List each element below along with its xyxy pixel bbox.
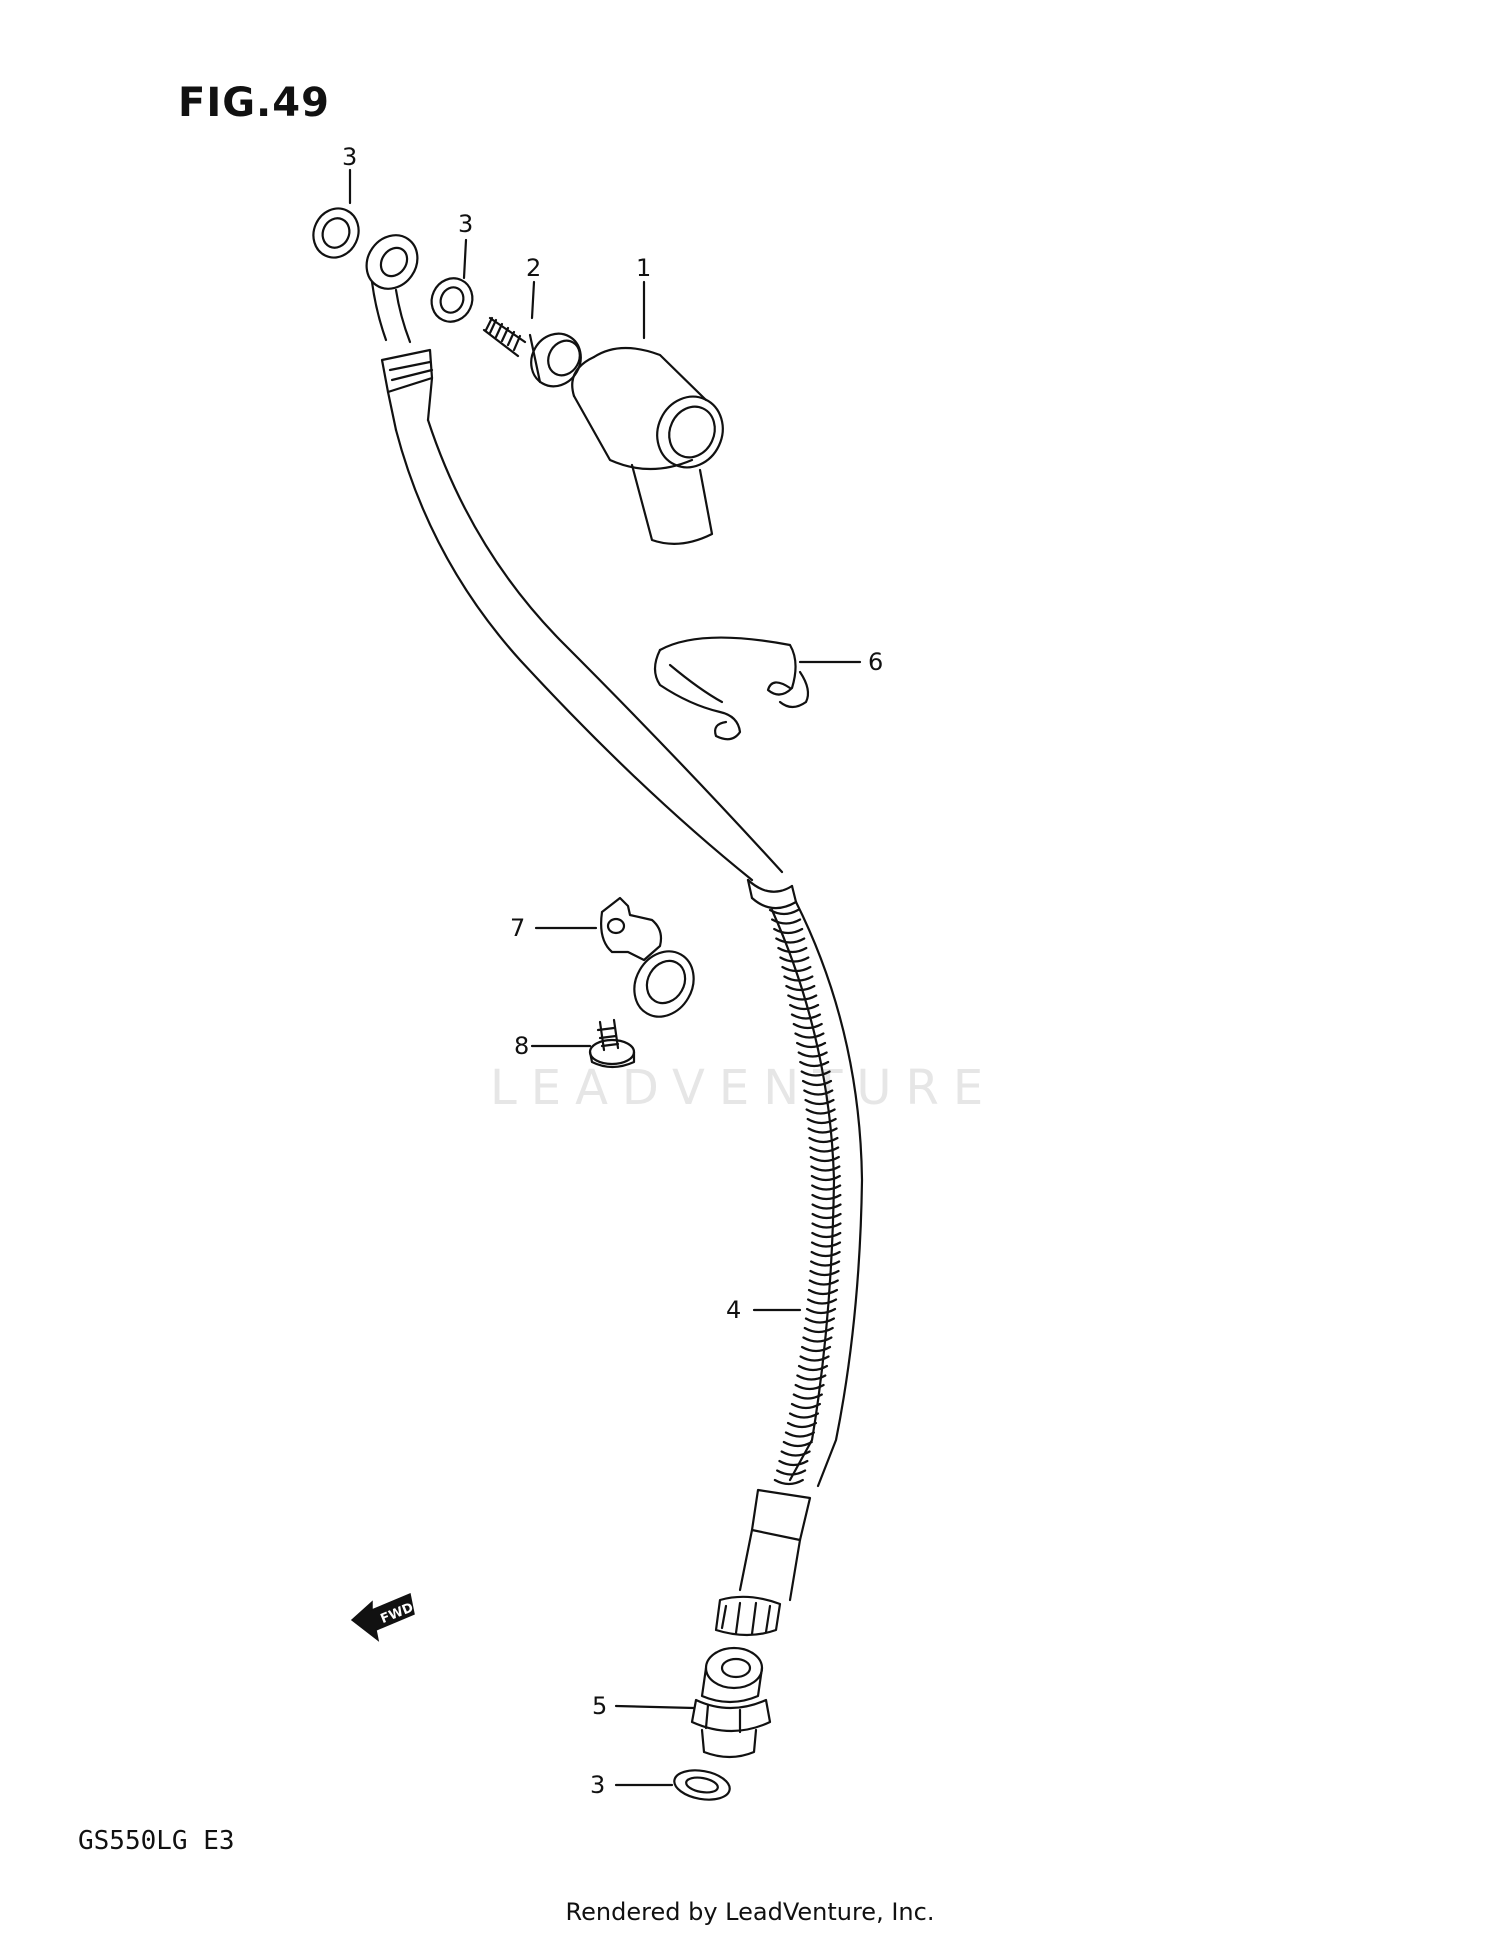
hose-armor-ring <box>782 1440 813 1448</box>
banjo-bolt-part-2 <box>482 316 582 388</box>
washer-part-3-top-left <box>312 207 360 259</box>
hose-armor-ring <box>789 1003 820 1011</box>
hose-armor-ring <box>811 1193 842 1201</box>
hose-armor-ring <box>811 1212 842 1220</box>
callout-6: 6 <box>868 648 883 676</box>
hose-armor-ring <box>795 1041 827 1049</box>
hose-armor-ring <box>805 1108 836 1115</box>
leader-lines <box>348 168 862 1787</box>
hose-armor-ring <box>804 1317 836 1324</box>
hose-armor-ring <box>778 1459 809 1467</box>
hose-armor-ring <box>800 1070 831 1077</box>
callout-2: 2 <box>526 254 541 282</box>
hose-armor-ring <box>805 1307 837 1315</box>
hose-armor-ring <box>770 918 802 925</box>
hose-armor-ring <box>811 1184 842 1191</box>
hose-armor-ring <box>792 1393 823 1400</box>
hose-armor-ring <box>777 946 808 954</box>
union-fitting-part-5 <box>690 1646 772 1759</box>
washer-part-3-second <box>430 277 474 323</box>
watermark: LEADVENTURE <box>490 1060 998 1116</box>
hose-armor-ring <box>810 1241 842 1248</box>
callout-3-second: 3 <box>458 210 473 238</box>
hose-armor-ring <box>794 1383 825 1391</box>
hose-armor-ring <box>809 1155 840 1163</box>
callout-labels: 3 3 2 1 6 7 8 4 5 3 <box>342 143 883 1799</box>
hose-armor-ring <box>804 1098 835 1106</box>
hose-armor-ring <box>797 1364 829 1372</box>
hose-armor-ring <box>811 1231 842 1239</box>
hose-armor-ring <box>809 1269 840 1277</box>
hose-armor-ring <box>810 1260 841 1267</box>
hose-armor-ring <box>799 1355 830 1362</box>
hose-armor-ring <box>801 1079 833 1087</box>
callout-3-bottom: 3 <box>590 1771 605 1799</box>
hose-armor-ring <box>790 1013 822 1020</box>
hose-armor-ring <box>808 1279 839 1286</box>
hose-armor-ring <box>780 1450 811 1457</box>
hose-armor-ring <box>803 1089 834 1096</box>
hose-armor-ring <box>781 965 812 973</box>
hose-armor-ring <box>811 1222 842 1229</box>
hose-armor-ring <box>776 1469 807 1476</box>
hose-armor-ring <box>785 984 816 992</box>
callout-3-top-left: 3 <box>342 143 357 171</box>
hose-armor-ring <box>810 1165 841 1172</box>
hose-armor-ring <box>811 1203 842 1210</box>
hose-armor-ring <box>802 1336 833 1343</box>
callout-8: 8 <box>514 1032 529 1060</box>
model-code: GS550LG E3 <box>78 1826 235 1856</box>
hose-armor-ring <box>775 937 806 944</box>
hose-armor-ring <box>800 1345 832 1353</box>
hose-armor-ring <box>810 1250 841 1258</box>
hose-armor-ring <box>794 1032 825 1039</box>
hose-armor-ring <box>779 956 810 963</box>
callout-1: 1 <box>636 254 651 282</box>
hose-bracket-part-7 <box>600 896 695 1018</box>
hose-armor-ring <box>796 1374 827 1381</box>
hose-armor-ring <box>807 1288 839 1296</box>
washer-part-3-bottom <box>673 1769 731 1801</box>
hose-armor-ring <box>788 1412 820 1419</box>
callout-4: 4 <box>726 1296 741 1324</box>
hose-banjo-fitting <box>365 234 419 344</box>
hose-armor-ring <box>768 908 800 916</box>
hose-armor-ring <box>809 1146 840 1153</box>
hose-armor-ring <box>783 975 814 982</box>
forward-direction-arrow-icon: FWD <box>350 1592 416 1642</box>
hose-armor-ring <box>773 1478 804 1486</box>
hose-armor-ring <box>773 927 804 935</box>
footer-credit: Rendered by LeadVenture, Inc. <box>565 1898 935 1926</box>
hose-armor-ring <box>799 1060 830 1068</box>
brake-hose-part-4 <box>380 348 864 1637</box>
hose-armor-ring <box>803 1326 834 1334</box>
hose-armor-ring <box>790 1402 822 1410</box>
hose-armor-ring <box>784 1431 816 1438</box>
hose-armor-ring <box>792 1022 823 1030</box>
hose-armor-ring <box>810 1174 841 1182</box>
screw-part-8 <box>588 1018 636 1069</box>
hose-clip-part-6 <box>653 636 810 741</box>
callout-5: 5 <box>592 1692 607 1720</box>
hose-armor-ring <box>797 1051 828 1058</box>
hose-armor-ring <box>786 1421 818 1429</box>
hose-armor-ring <box>808 1136 839 1144</box>
callout-7: 7 <box>510 914 525 942</box>
hose-armor-ring <box>806 1117 837 1125</box>
figure-title: FIG.49 <box>178 80 330 126</box>
hose-armor-ring <box>787 994 818 1001</box>
cap-part-1 <box>571 346 724 545</box>
hose-armor-ring <box>807 1127 838 1134</box>
hose-armor-ring <box>806 1298 838 1305</box>
